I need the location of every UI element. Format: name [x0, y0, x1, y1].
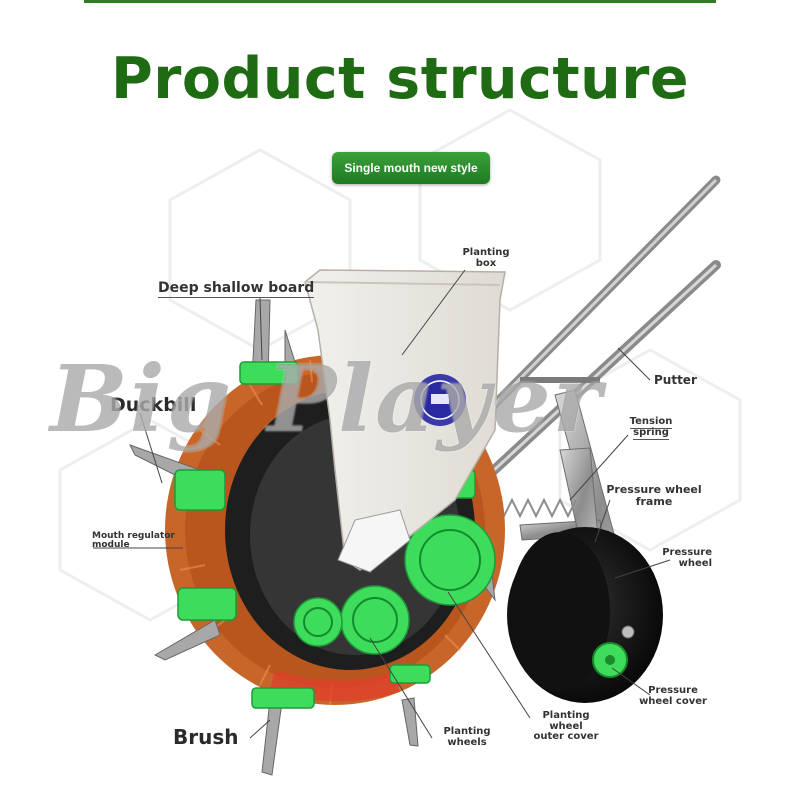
seed-box: [304, 269, 506, 573]
label-tension-spring: Tension spring: [629, 416, 673, 440]
label-putter: Putter: [654, 373, 697, 387]
style-badge: Single mouth new style: [332, 152, 490, 184]
label-duckbill: Duckbill: [110, 394, 197, 416]
label-pressure-wheel-frame: Pressure wheel frame: [606, 483, 702, 508]
pressure-wheel: [507, 527, 663, 703]
label-pressure-wheel-cover: Pressure wheel cover: [639, 685, 707, 707]
page-title: Product structure: [110, 46, 690, 112]
label-planting-wheels: Planting wheels: [443, 726, 491, 748]
label-deep-shallow-board: Deep shallow board: [158, 280, 315, 298]
label-planting-wheel-outer-cover: Planting wheel outer cover: [533, 710, 599, 742]
label-brush: Brush: [173, 725, 239, 749]
label-mouth-regulator-module: Mouth regulator module: [92, 531, 175, 551]
label-planting-box: Planting box: [462, 247, 510, 269]
top-border-line: [84, 0, 716, 3]
gear-details: [303, 529, 481, 643]
leader-lines: [93, 269, 671, 739]
green-modules: [174, 361, 496, 709]
label-pressure-wheel: Pressure wheel: [662, 547, 712, 569]
